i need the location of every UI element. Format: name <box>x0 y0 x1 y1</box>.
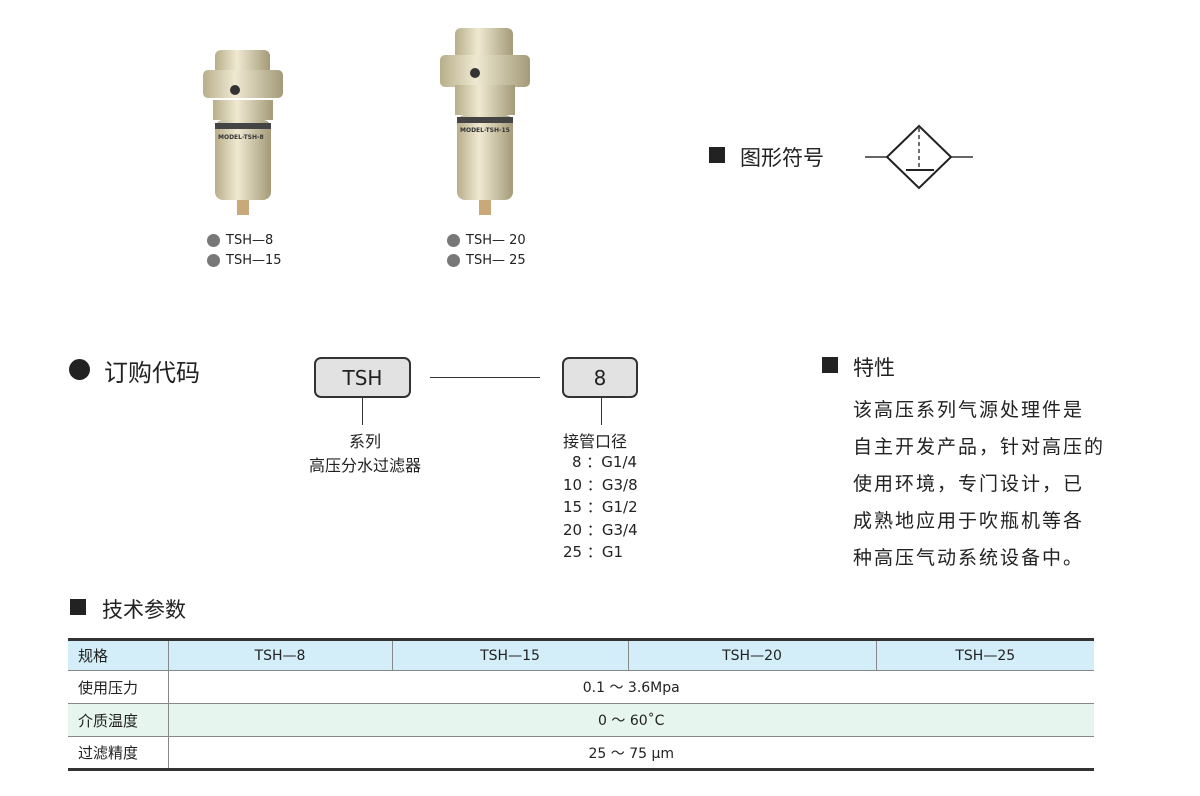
product-model-label: MODEL-TSH-8 <box>218 134 264 141</box>
square-bullet-icon <box>709 147 725 163</box>
features-heading: 特性 <box>853 356 895 380</box>
product-image-tsh-20 <box>440 28 530 215</box>
header-cell: TSH—15 <box>391 639 628 671</box>
features-line: 自主开发产品，针对高压的 <box>853 436 1106 458</box>
features-line: 使用环境，专门设计，已 <box>853 473 1085 495</box>
table-header-row: 规格 TSH—8 TSH—15 TSH—20 TSH—25 <box>68 639 1094 671</box>
connector-line <box>430 377 540 378</box>
series-description: 高压分水过滤器 <box>308 456 421 475</box>
header-cell: TSH—20 <box>627 639 876 671</box>
square-bullet-icon <box>70 599 86 615</box>
model-legend-item: TSH—8 <box>207 233 273 248</box>
features-paragraph: 该高压系列气源处理件是自主开发产品，针对高压的使用环境，专门设计，已成熟地应用于… <box>853 392 1153 577</box>
bullet-dot-icon <box>447 234 460 247</box>
row-label: 使用压力 <box>68 670 168 704</box>
features-line: 成熟地应用于吹瓶机等各 <box>853 510 1085 532</box>
specs-heading: 技术参数 <box>102 598 186 622</box>
port-size-list: 8 ：G1/4 10 ：G3/8 15 ：G1/2 20 ：G3/4 25 ：G1 <box>563 451 638 564</box>
port-size-item: 8 ：G1/4 <box>572 453 638 471</box>
square-bullet-icon <box>822 357 838 373</box>
port-size-item: 10 ：G3/8 <box>563 475 638 494</box>
circle-bullet-icon <box>69 359 90 380</box>
model-legend-item: TSH— 20 <box>447 233 526 248</box>
series-label: 系列 <box>348 432 381 451</box>
model-name: TSH—8 <box>226 233 274 248</box>
row-label: 过滤精度 <box>68 736 168 770</box>
bullet-dot-icon <box>207 254 220 267</box>
row-label: 介质温度 <box>68 703 168 737</box>
port-size-title: 接管口径 <box>563 432 628 451</box>
leader-line <box>601 398 602 425</box>
symbol-heading: 图形符号 <box>740 146 824 170</box>
port-size-item: 20 ：G3/4 <box>563 520 638 539</box>
header-cell: TSH—25 <box>875 639 1094 671</box>
bullet-dot-icon <box>207 234 220 247</box>
series-code-box: TSH <box>314 357 411 398</box>
port-size-item: 15 ：G1/2 <box>563 498 638 516</box>
model-name: TSH— 25 <box>466 253 526 268</box>
model-name: TSH—15 <box>226 253 282 268</box>
row-value: 25 ～ 75 μm <box>167 736 1094 770</box>
model-legend-item: TSH— 25 <box>447 253 526 268</box>
header-cell: 规格 <box>68 639 168 671</box>
leader-line <box>362 398 363 425</box>
header-cell: TSH—8 <box>167 639 392 671</box>
product-model-label: MODEL-TSH-15 <box>460 127 510 134</box>
order-code-heading: 订购代码 <box>104 359 200 387</box>
port-size-item: 25 ：G1 <box>563 543 624 561</box>
features-line: 该高压系列气源处理件是 <box>853 399 1085 421</box>
product-image-tsh-8 <box>203 50 283 215</box>
model-name: TSH— 20 <box>466 233 526 248</box>
port-code-box: 8 <box>562 357 638 398</box>
row-value: 0.1 ～ 3.6Mpa <box>167 670 1094 704</box>
row-value: 0 ～ 60˚C <box>167 703 1094 737</box>
features-line: 种高压气动系统设备中。 <box>853 547 1085 569</box>
model-legend-item: TSH—15 <box>207 253 282 268</box>
bullet-dot-icon <box>447 254 460 267</box>
filter-symbol-icon <box>865 124 973 190</box>
